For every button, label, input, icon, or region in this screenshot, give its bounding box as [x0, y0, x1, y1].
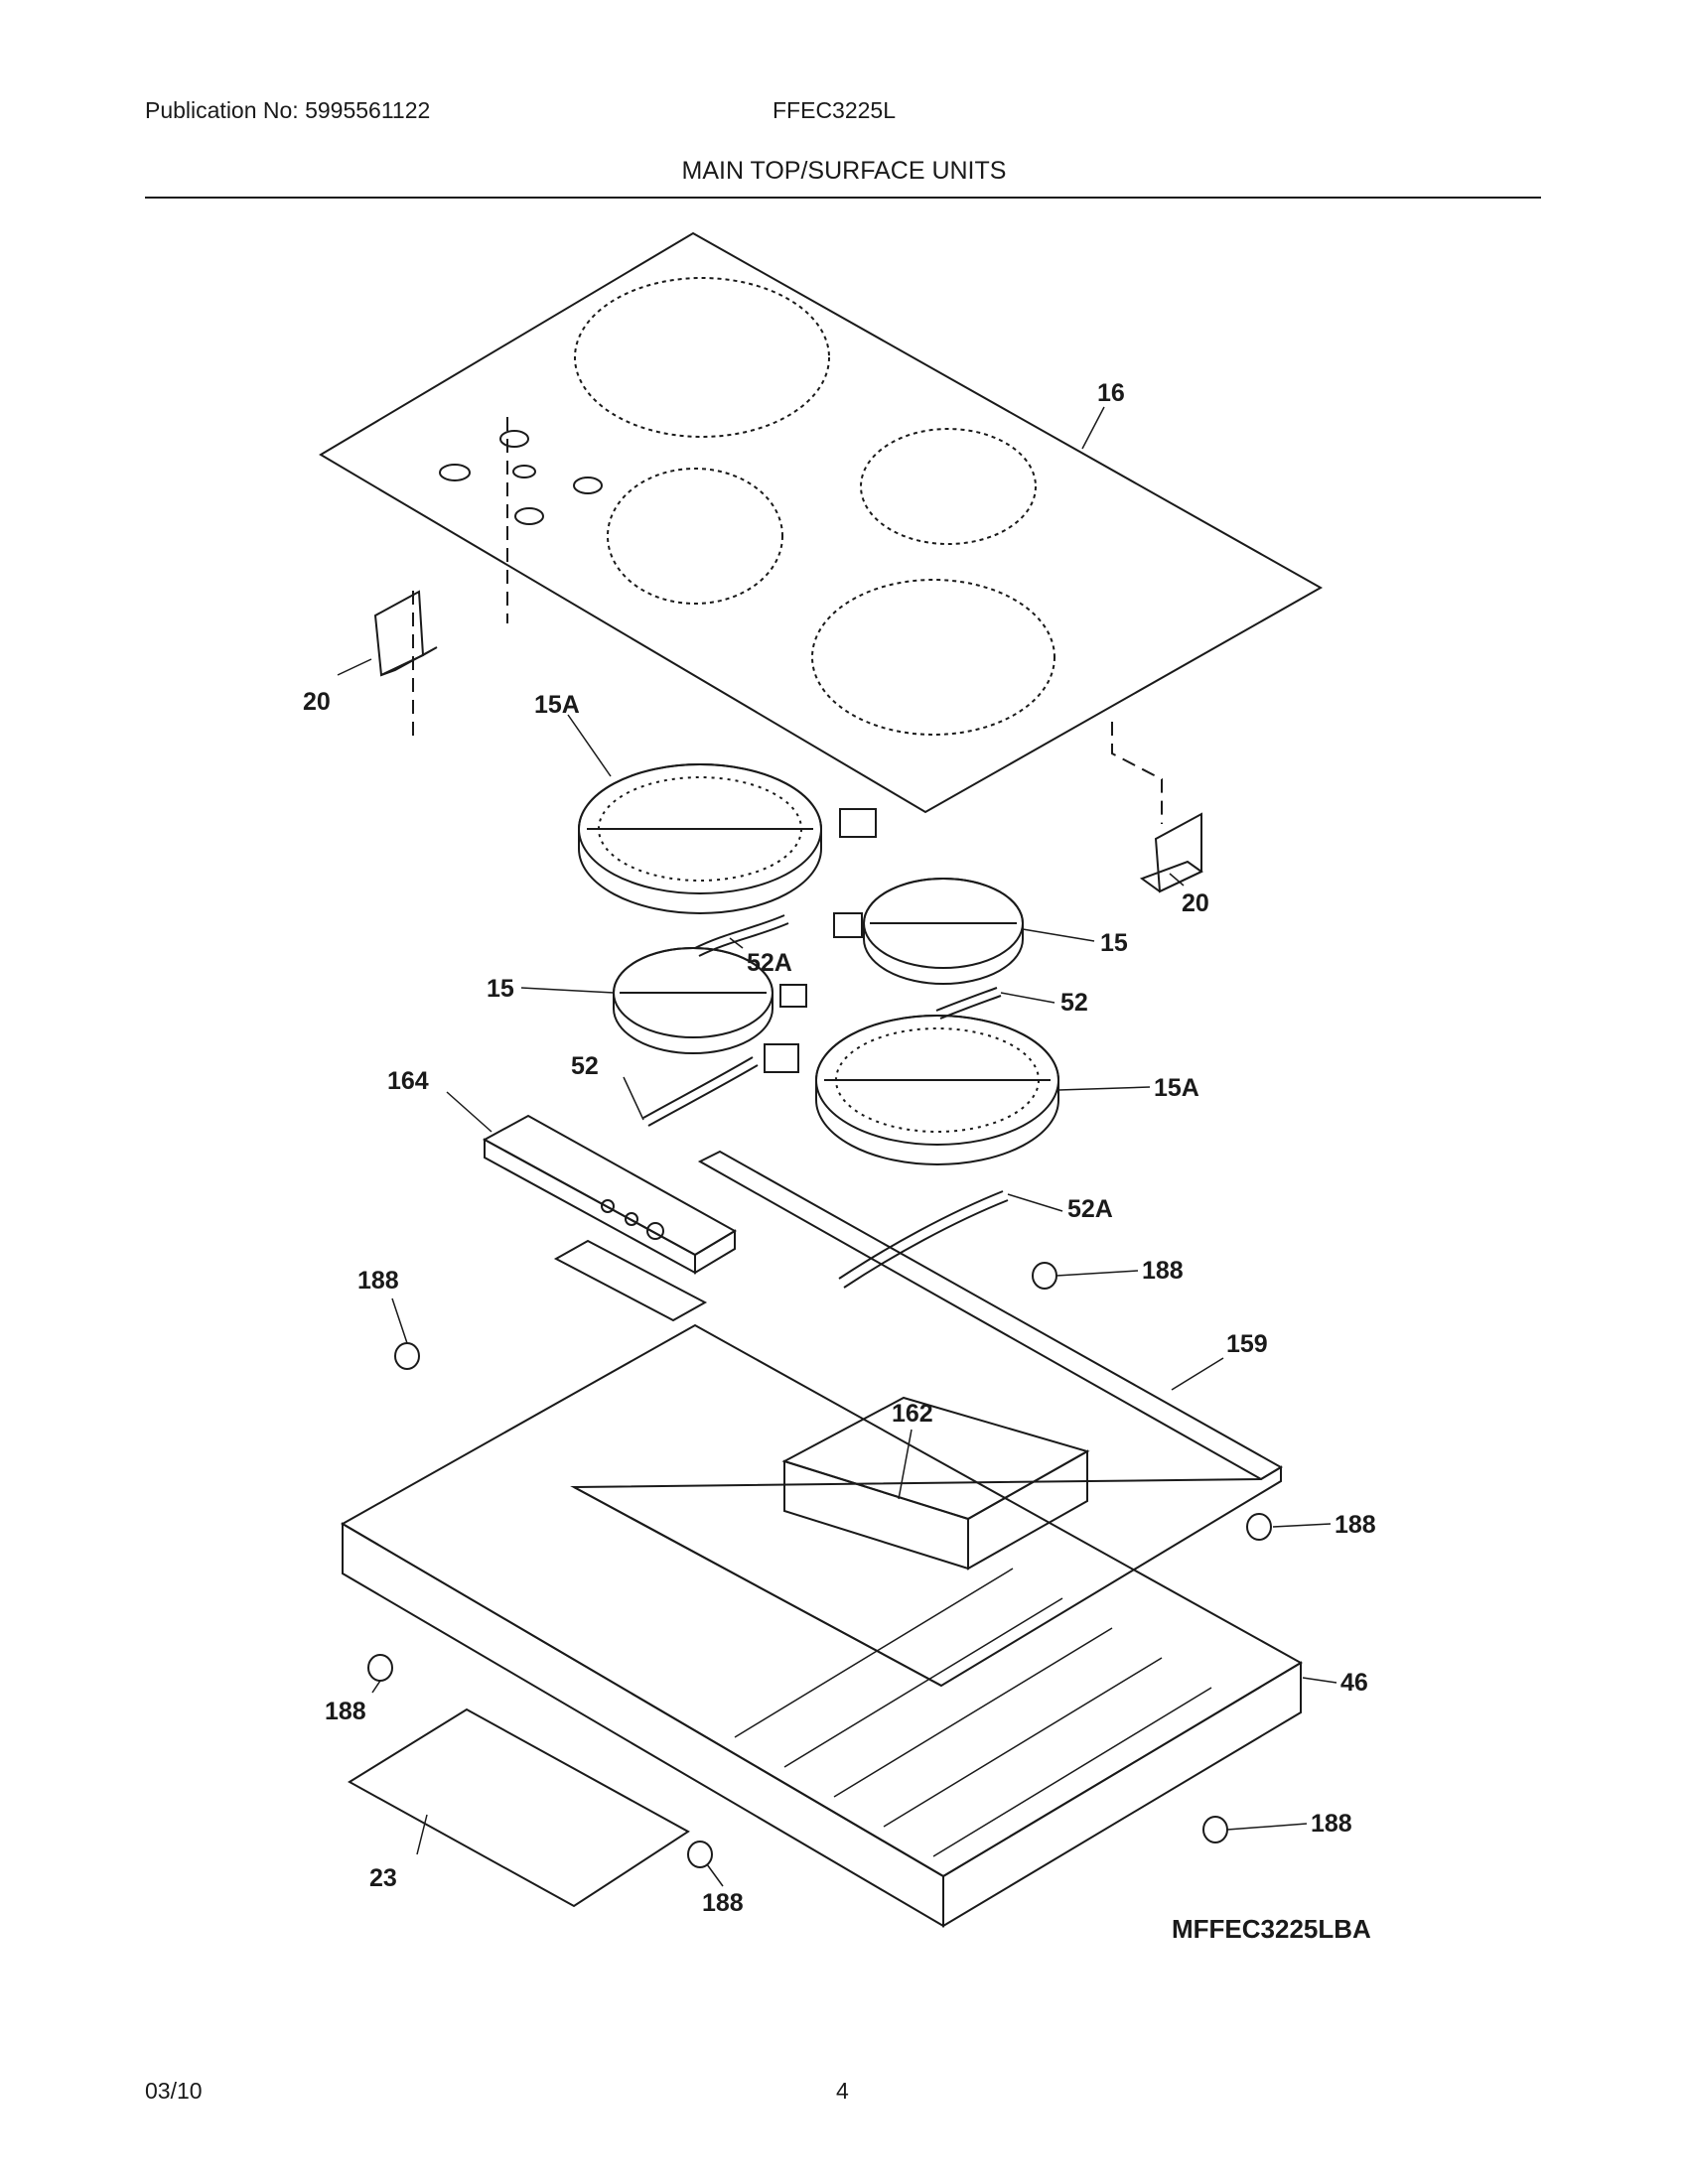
glass-cooktop [319, 231, 1324, 814]
callout-188-3: 188 [1335, 1511, 1376, 1539]
control-panel-bracket [482, 1114, 737, 1322]
surface-element-15A-bottom [764, 1015, 1059, 1165]
header-rule [145, 197, 1541, 199]
callout-15-left: 15 [487, 975, 514, 1003]
callout-15A-bottom: 15A [1154, 1074, 1199, 1102]
mounting-bracket-left [373, 590, 438, 677]
callout-15A-top: 15A [534, 691, 580, 719]
callout-188-5: 188 [1311, 1810, 1352, 1838]
callout-159: 159 [1226, 1330, 1268, 1358]
foot-2 [1032, 1262, 1057, 1290]
strap-52A-bottom [838, 1190, 1009, 1289]
callout-16: 16 [1097, 379, 1125, 407]
surface-element-15-right [833, 878, 1024, 985]
model-number: FFEC3225L [773, 97, 897, 123]
callout-15-right: 15 [1100, 929, 1128, 957]
callout-188-1: 188 [357, 1267, 399, 1295]
burner-box [340, 1323, 1304, 1928]
callout-20-left: 20 [303, 688, 331, 716]
page-number: 4 [836, 2078, 849, 2104]
foot-5 [1202, 1816, 1228, 1843]
diagram-code: MFFEC3225LBA [1172, 1914, 1371, 1944]
strap-52A-top [694, 914, 789, 957]
callout-188-4: 188 [325, 1698, 366, 1725]
callout-20-right: 20 [1182, 889, 1209, 917]
callout-23: 23 [369, 1864, 397, 1892]
heat-shield [570, 1150, 1283, 1688]
callout-52-left: 52 [571, 1052, 599, 1080]
callout-52A-top: 52A [747, 949, 792, 977]
callout-46: 46 [1340, 1669, 1368, 1697]
callout-52A-bottom: 52A [1067, 1195, 1113, 1223]
section-title: MAIN TOP/SURFACE UNITS [681, 157, 1007, 185]
surface-element-15A-top [578, 763, 877, 914]
mounting-bracket-right [1139, 812, 1203, 893]
insulation-block [781, 1396, 1090, 1570]
callout-164: 164 [387, 1067, 429, 1095]
callout-52-right: 52 [1060, 989, 1088, 1017]
foot-3 [1246, 1513, 1272, 1541]
callout-188-2: 188 [1142, 1257, 1184, 1285]
strap-52-left [642, 1056, 759, 1127]
bottom-cover [348, 1707, 690, 1908]
callout-188-6: 188 [702, 1889, 744, 1917]
publication-number: Publication No: 5995561122 [145, 97, 431, 123]
foot-1 [394, 1342, 420, 1370]
foot-4 [367, 1654, 393, 1682]
foot-6 [687, 1841, 713, 1868]
footer-date: 03/10 [145, 2078, 203, 2104]
callout-162: 162 [892, 1400, 933, 1428]
strap-52-right [935, 987, 1002, 1020]
